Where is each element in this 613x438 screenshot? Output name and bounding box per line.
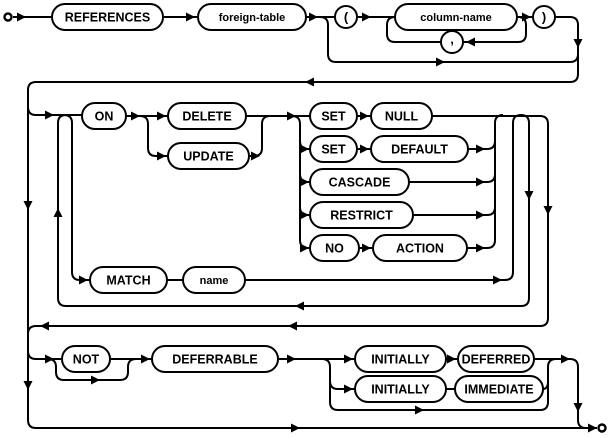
node-box xyxy=(309,102,358,130)
node-box xyxy=(167,142,250,170)
node-box xyxy=(81,102,127,130)
node-box xyxy=(309,135,358,163)
node-label: CASCADE xyxy=(329,176,391,190)
node-box xyxy=(354,345,447,373)
node-box xyxy=(354,375,447,403)
node-label: INITIALLY xyxy=(371,353,430,367)
node-box xyxy=(89,266,168,294)
rail-on-row xyxy=(126,115,310,157)
rail-final-exit xyxy=(534,358,587,429)
node-label: UPDATE xyxy=(183,150,233,164)
node-on: ON xyxy=(81,102,127,130)
node-label: MATCH xyxy=(106,274,150,288)
node-no: NO xyxy=(309,234,360,262)
node-label: , xyxy=(450,32,454,47)
node-label: IMMEDIATE xyxy=(464,383,533,397)
node-label: SET xyxy=(321,143,346,157)
node-box xyxy=(532,5,556,29)
node-box xyxy=(372,234,468,262)
node-box xyxy=(167,102,247,130)
rail-repeat-loop xyxy=(57,113,530,307)
arrow-markers xyxy=(17,12,597,433)
node-label: NO xyxy=(325,242,344,256)
node-label: DEFERRABLE xyxy=(172,353,257,367)
node-label: ON xyxy=(95,110,114,124)
node-deferrable: DEFERRABLE xyxy=(151,345,279,373)
node-box xyxy=(61,345,111,373)
node-immediate: IMMEDIATE xyxy=(454,375,544,403)
rail-clause-entry xyxy=(27,106,82,116)
node-box xyxy=(440,30,464,54)
node-update: UPDATE xyxy=(167,142,250,170)
node-comma: , xyxy=(440,30,464,54)
node-box xyxy=(370,135,469,163)
node-label: SET xyxy=(321,110,346,124)
start-terminal xyxy=(3,12,13,22)
node-label: INITIALLY xyxy=(371,383,430,397)
node-box xyxy=(182,266,246,294)
node-box xyxy=(394,3,518,31)
node-label: foreign-table xyxy=(219,12,286,24)
end-terminal xyxy=(597,423,607,433)
node-delete: DELETE xyxy=(167,102,247,130)
node-cascade: CASCADE xyxy=(309,168,410,196)
rail-action-merge xyxy=(409,114,504,249)
rail-row1-paren-bypass xyxy=(319,16,579,63)
node-box xyxy=(309,201,414,229)
node-label: NULL xyxy=(385,110,419,124)
node-right-paren: ) xyxy=(532,5,556,29)
node-restrict: RESTRICT xyxy=(309,201,414,229)
node-set-null-set: SET xyxy=(309,102,358,130)
node-not: NOT xyxy=(61,345,111,373)
node-foreign-table: foreign-table xyxy=(197,3,307,31)
node-initially-immediate-initially: INITIALLY xyxy=(354,375,447,403)
node-label: NOT xyxy=(73,353,100,367)
node-label: REFERENCES xyxy=(65,11,150,25)
node-box xyxy=(457,345,535,373)
node-box xyxy=(151,345,279,373)
rail-left-spine xyxy=(27,90,597,429)
node-column-name: column-name xyxy=(394,3,518,31)
node-label: column-name xyxy=(420,12,492,24)
node-name: name xyxy=(182,266,246,294)
node-box xyxy=(334,5,358,29)
node-box xyxy=(197,3,307,31)
node-label: DELETE xyxy=(182,110,231,124)
node-label: RESTRICT xyxy=(330,209,393,223)
node-null: NULL xyxy=(370,102,433,130)
node-left-paren: ( xyxy=(334,5,358,29)
node-box xyxy=(51,3,164,31)
node-deferred: DEFERRED xyxy=(457,345,535,373)
node-box xyxy=(309,234,360,262)
node-label: ( xyxy=(344,10,349,25)
rail-clause-exit xyxy=(27,115,549,335)
rail-match-branch xyxy=(63,114,183,281)
node-box xyxy=(454,375,544,403)
node-action: ACTION xyxy=(372,234,468,262)
node-label: DEFERRED xyxy=(462,353,531,367)
node-label: ) xyxy=(542,10,546,25)
node-match: MATCH xyxy=(89,266,168,294)
node-label: DEFAULT xyxy=(391,143,448,157)
node-box xyxy=(370,102,433,130)
node-references: REFERENCES xyxy=(51,3,164,31)
node-set-default-set: SET xyxy=(309,135,358,163)
node-initially-deferred-initially: INITIALLY xyxy=(354,345,447,373)
node-label: ACTION xyxy=(396,242,444,256)
node-box xyxy=(309,168,410,196)
node-default: DEFAULT xyxy=(370,135,469,163)
node-label: name xyxy=(200,275,229,287)
